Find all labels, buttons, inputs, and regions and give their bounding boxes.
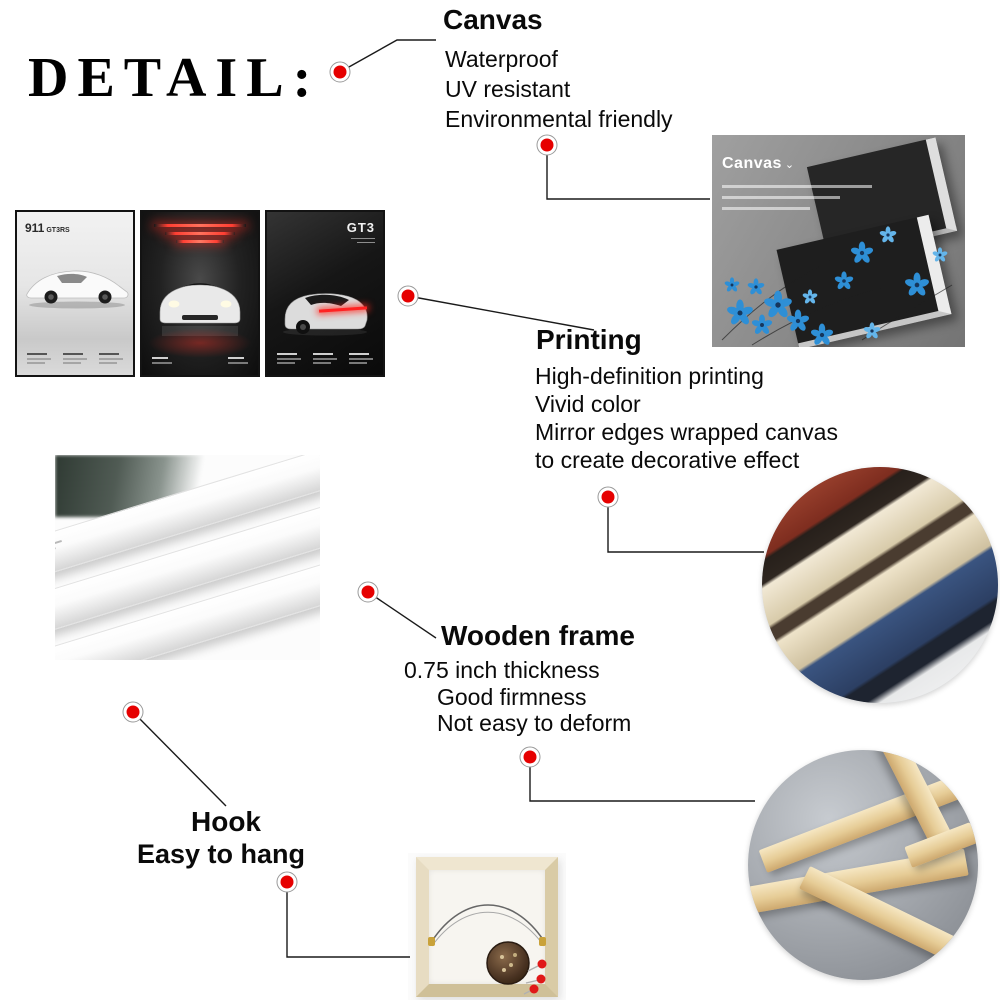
- poster-left-caption-columns: [27, 352, 123, 367]
- canvas-feature: UV resistant: [445, 76, 571, 102]
- printing-feature: to create decorative effect: [535, 447, 800, 473]
- edge-print-marks: [55, 539, 64, 560]
- poster-right-caption-columns: [277, 352, 373, 367]
- poster-right-title: GT3: [347, 220, 375, 243]
- white-car-front-silhouette: [159, 283, 241, 336]
- callout-line-canvas-photo: [546, 145, 710, 200]
- poster-911-front-view: [140, 210, 260, 377]
- callout-line-hook: [132, 711, 227, 807]
- white-car-rear-silhouette: [283, 293, 368, 336]
- callout-line-canvas: [339, 39, 436, 73]
- page-title: DETAIL:: [28, 47, 321, 109]
- callout-dot: [357, 581, 379, 603]
- hook-subheading: Easy to hang: [137, 839, 306, 869]
- stacked-canvases-photo: [55, 455, 320, 660]
- red-floor-reflection: [148, 328, 252, 358]
- poster-left-sub-text: GT3RS: [46, 227, 70, 234]
- callout-line-hook-photo: [286, 882, 410, 958]
- gold-hook-left: [428, 937, 435, 946]
- wooden-stretcher-frame-photo: [748, 750, 978, 980]
- wooden-frame-feature: Not easy to deform: [437, 710, 632, 736]
- wooden-frame-heading: Wooden frame: [441, 620, 635, 651]
- poster-right-gt3-text: GT3: [346, 220, 375, 235]
- red-push-pins: [523, 959, 547, 995]
- poster-gt3-rear-view: GT3: [265, 210, 385, 377]
- callout-line-wood-photo: [529, 757, 755, 802]
- canvas-photo-label: Canvas⌄: [722, 155, 795, 173]
- hanging-hook-photo: [408, 853, 566, 1000]
- callout-dot: [329, 61, 351, 83]
- poster-left-911-text: 911: [25, 221, 45, 235]
- hanging-hardware: [428, 904, 547, 995]
- wooden-frame-feature: 0.75 inch thickness: [404, 657, 600, 683]
- printing-feature: Mirror edges wrapped canvas: [535, 419, 838, 445]
- callout-canvas: Canvas Waterproof UV resistant Environme…: [443, 4, 673, 134]
- canvas-photo-caption-lines: [722, 185, 872, 218]
- callout-dot: [276, 871, 298, 893]
- hanging-wire-2: [431, 911, 545, 947]
- canvas-photo-label-text: Canvas: [722, 155, 782, 172]
- callout-line-wooden-frame: [367, 591, 437, 639]
- callout-dot: [397, 285, 419, 307]
- red-ceiling-light: [154, 224, 246, 227]
- canvas-feature: Environmental friendly: [445, 106, 673, 132]
- callout-line-mirror-photo: [607, 497, 764, 553]
- callout-printing: High-definition printing Vivid color Mir…: [535, 362, 838, 474]
- red-ceiling-light: [165, 232, 235, 235]
- callout-dot: [519, 746, 541, 768]
- gold-hook-right: [539, 937, 546, 946]
- mirror-edge-wrap-photo: [762, 467, 998, 703]
- blue-flowers-decoration: [721, 226, 953, 347]
- printing-heading: Printing: [536, 324, 642, 355]
- callout-dot: [597, 486, 619, 508]
- hanging-wire: [431, 904, 545, 942]
- white-car-side-silhouette: [26, 270, 129, 309]
- callout-dot: [536, 134, 558, 156]
- poster-center-caption-columns: [152, 356, 248, 367]
- wooden-frame-feature: Good firmness: [437, 684, 587, 710]
- printing-feature: Vivid color: [535, 391, 641, 417]
- down-arrow-icon: ⌄: [784, 159, 795, 171]
- wrapped-canvas-edges: [762, 467, 998, 703]
- red-ceiling-light: [176, 240, 224, 243]
- canvas-heading: Canvas: [443, 4, 543, 35]
- printing-feature: High-definition printing: [535, 363, 764, 389]
- canvas-feature: Waterproof: [445, 46, 558, 72]
- canvas-sample-photo: Canvas⌄: [712, 135, 965, 347]
- nail-tin: [486, 941, 530, 985]
- canvas-back-frame: [416, 857, 558, 997]
- hook-heading: Hook: [191, 806, 261, 837]
- callout-dot: [122, 701, 144, 723]
